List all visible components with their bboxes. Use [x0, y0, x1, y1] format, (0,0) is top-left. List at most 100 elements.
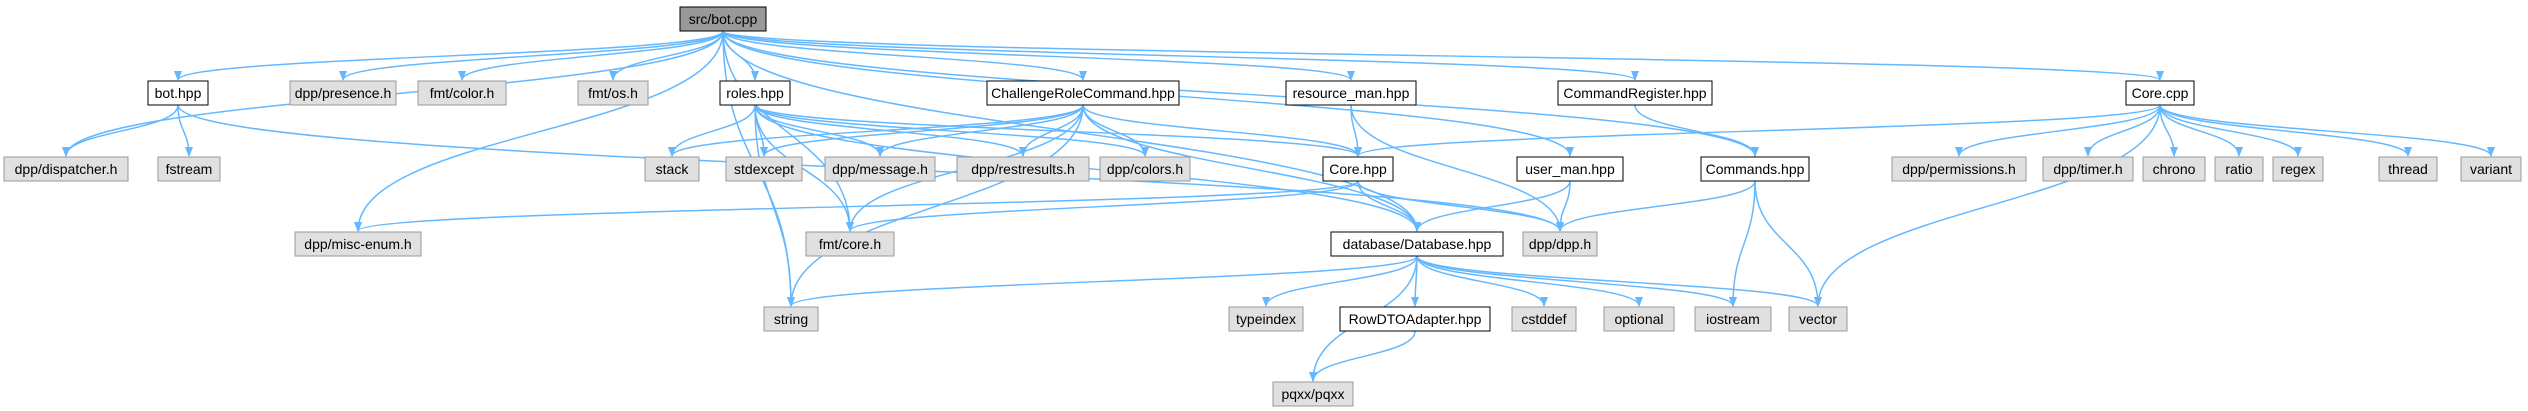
node-label-ratio: ratio	[2225, 161, 2252, 177]
node-label-dpp-dispatcher-h: dpp/dispatcher.h	[15, 161, 118, 177]
edge-database-database-hpp-to-cstddef	[1416, 255, 1548, 307]
node-box-fstream	[157, 156, 221, 182]
node-dpp-misc-enum-h: dpp/misc-enum.h	[294, 231, 422, 257]
node-challengerolecommand-hpp[interactable]: ChallengeRoleCommand.hpp	[986, 80, 1180, 106]
node-box-dpp-permissions-h	[1891, 156, 2027, 182]
nodes-layer: src/bot.cpp bot.hpp dpp/presence.h fmt/colo…	[3, 6, 2522, 407]
node-box-core-hpp	[1322, 156, 1394, 182]
edge-src-bot-cpp-to-commandregister-hpp	[722, 30, 1639, 81]
node-dpp-dispatcher-h: dpp/dispatcher.h	[3, 156, 129, 182]
node-rowdtoadapter-hpp[interactable]: RowDTOAdapter.hpp	[1339, 306, 1491, 332]
node-label-typeindex: typeindex	[1236, 311, 1296, 327]
edge-database-database-hpp-to-iostream	[1416, 255, 1737, 307]
node-dpp-presence-h: dpp/presence.h	[289, 80, 397, 106]
node-label-stack: stack	[656, 161, 690, 177]
node-label-commands-hpp: Commands.hpp	[1706, 161, 1805, 177]
node-box-src-bot-cpp	[679, 6, 767, 32]
node-roles-hpp[interactable]: roles.hpp	[719, 80, 791, 106]
edge-challengerolecommand-hpp-to-database-database-hpp	[1082, 104, 1421, 232]
edge-src-bot-cpp-to-dpp-presence-h	[339, 30, 724, 81]
node-box-chrono	[2142, 156, 2206, 182]
node-label-pqxx-pqxx: pqxx/pqxx	[1281, 386, 1344, 402]
node-core-hpp[interactable]: Core.hpp	[1322, 156, 1394, 182]
node-label-fmt-core-h: fmt/core.h	[819, 236, 881, 252]
node-fmt-color-h: fmt/color.h	[417, 80, 507, 106]
node-database-database-hpp[interactable]: database/Database.hpp	[1330, 231, 1504, 257]
node-label-cstddef: cstddef	[1521, 311, 1566, 327]
node-box-vector	[1788, 306, 1848, 332]
node-box-commands-hpp	[1700, 156, 1810, 182]
node-box-variant	[2460, 156, 2522, 182]
edge-bot-hpp-to-fstream	[177, 104, 193, 157]
edge-core-cpp-to-dpp-permissions-h	[1955, 104, 2161, 157]
node-box-ratio	[2214, 156, 2264, 182]
node-label-bot-hpp: bot.hpp	[155, 85, 202, 101]
edge-core-cpp-to-ratio	[2159, 104, 2243, 157]
edge-challengerolecommand-hpp-to-core-hpp	[1082, 104, 1362, 157]
node-box-dpp-message-h	[824, 156, 936, 182]
node-label-rowdtoadapter-hpp: RowDTOAdapter.hpp	[1349, 311, 1482, 327]
node-box-fmt-color-h	[417, 80, 507, 106]
node-box-user-man-hpp	[1516, 156, 1624, 182]
node-box-dpp-misc-enum-h	[294, 231, 422, 257]
edge-challengerolecommand-hpp-to-string	[787, 104, 1084, 307]
node-typeindex: typeindex	[1228, 306, 1304, 332]
node-box-regex	[2272, 156, 2324, 182]
edge-challengerolecommand-hpp-to-dpp-restresults-h	[1019, 104, 1084, 157]
edge-src-bot-cpp-to-challengerolecommand-hpp	[722, 30, 1087, 81]
node-label-stdexcept: stdexcept	[734, 161, 794, 177]
node-stack: stack	[644, 156, 700, 182]
node-label-challengerolecommand-hpp: ChallengeRoleCommand.hpp	[991, 85, 1175, 101]
node-label-fmt-os-h: fmt/os.h	[588, 85, 638, 101]
node-box-dpp-dispatcher-h	[3, 156, 129, 182]
edge-challengerolecommand-hpp-to-dpp-message-h	[876, 104, 1084, 157]
node-box-dpp-presence-h	[289, 80, 397, 106]
node-label-iostream: iostream	[1706, 311, 1760, 327]
node-dpp-timer-h: dpp/timer.h	[2042, 156, 2134, 182]
edge-core-cpp-to-thread	[2159, 104, 2412, 157]
node-label-resource-man-hpp: resource_man.hpp	[1293, 85, 1410, 101]
node-label-dpp-misc-enum-h: dpp/misc-enum.h	[304, 236, 411, 252]
edge-src-bot-cpp-to-core-cpp	[722, 30, 2164, 81]
node-label-dpp-timer-h: dpp/timer.h	[2053, 161, 2122, 177]
node-stdexcept: stdexcept	[725, 156, 803, 182]
edge-core-cpp-to-regex	[2159, 104, 2302, 157]
node-box-dpp-restresults-h	[956, 156, 1090, 182]
edge-src-bot-cpp-to-commands-hpp	[722, 30, 1759, 157]
edge-roles-hpp-to-dpp-message-h	[754, 104, 884, 157]
edge-database-database-hpp-to-optional	[1416, 255, 1643, 307]
node-box-pqxx-pqxx	[1272, 381, 1354, 407]
node-box-roles-hpp	[719, 80, 791, 106]
edge-commands-hpp-to-vector	[1754, 180, 1822, 307]
node-user-man-hpp[interactable]: user_man.hpp	[1516, 156, 1624, 182]
edge-commands-hpp-to-dpp-dpp-h	[1556, 180, 1756, 232]
node-resource-man-hpp[interactable]: resource_man.hpp	[1285, 80, 1417, 106]
node-commandregister-hpp[interactable]: CommandRegister.hpp	[1557, 80, 1713, 106]
edge-challengerolecommand-hpp-to-stdexcept	[760, 104, 1084, 157]
node-string: string	[763, 306, 819, 332]
node-optional: optional	[1603, 306, 1675, 332]
node-label-dpp-presence-h: dpp/presence.h	[295, 85, 392, 101]
node-label-vector: vector	[1799, 311, 1837, 327]
node-bot-hpp[interactable]: bot.hpp	[147, 80, 209, 106]
edge-roles-hpp-to-dpp-colors-h	[754, 104, 1149, 157]
edge-src-bot-cpp-to-bot-hpp	[174, 30, 724, 81]
node-label-regex: regex	[2280, 161, 2315, 177]
node-box-rowdtoadapter-hpp	[1339, 306, 1491, 332]
node-fmt-os-h: fmt/os.h	[577, 80, 649, 106]
node-box-resource-man-hpp	[1285, 80, 1417, 106]
edge-resource-man-hpp-to-dpp-dpp-h	[1350, 104, 1564, 232]
edge-core-cpp-to-variant	[2159, 104, 2495, 157]
edge-database-database-hpp-to-string	[787, 255, 1418, 307]
edge-user-man-hpp-to-database-database-hpp	[1413, 180, 1571, 232]
edge-src-bot-cpp-to-resource-man-hpp	[722, 30, 1355, 81]
node-box-cstddef	[1511, 306, 1577, 332]
node-core-cpp[interactable]: Core.cpp	[2125, 80, 2195, 106]
node-commands-hpp[interactable]: Commands.hpp	[1700, 156, 1810, 182]
node-src-bot-cpp[interactable]: src/bot.cpp	[679, 6, 767, 32]
edge-core-cpp-to-dpp-timer-h	[2084, 104, 2161, 157]
node-iostream: iostream	[1694, 306, 1772, 332]
node-pqxx-pqxx: pqxx/pqxx	[1272, 381, 1354, 407]
node-box-fmt-core-h	[805, 231, 895, 257]
